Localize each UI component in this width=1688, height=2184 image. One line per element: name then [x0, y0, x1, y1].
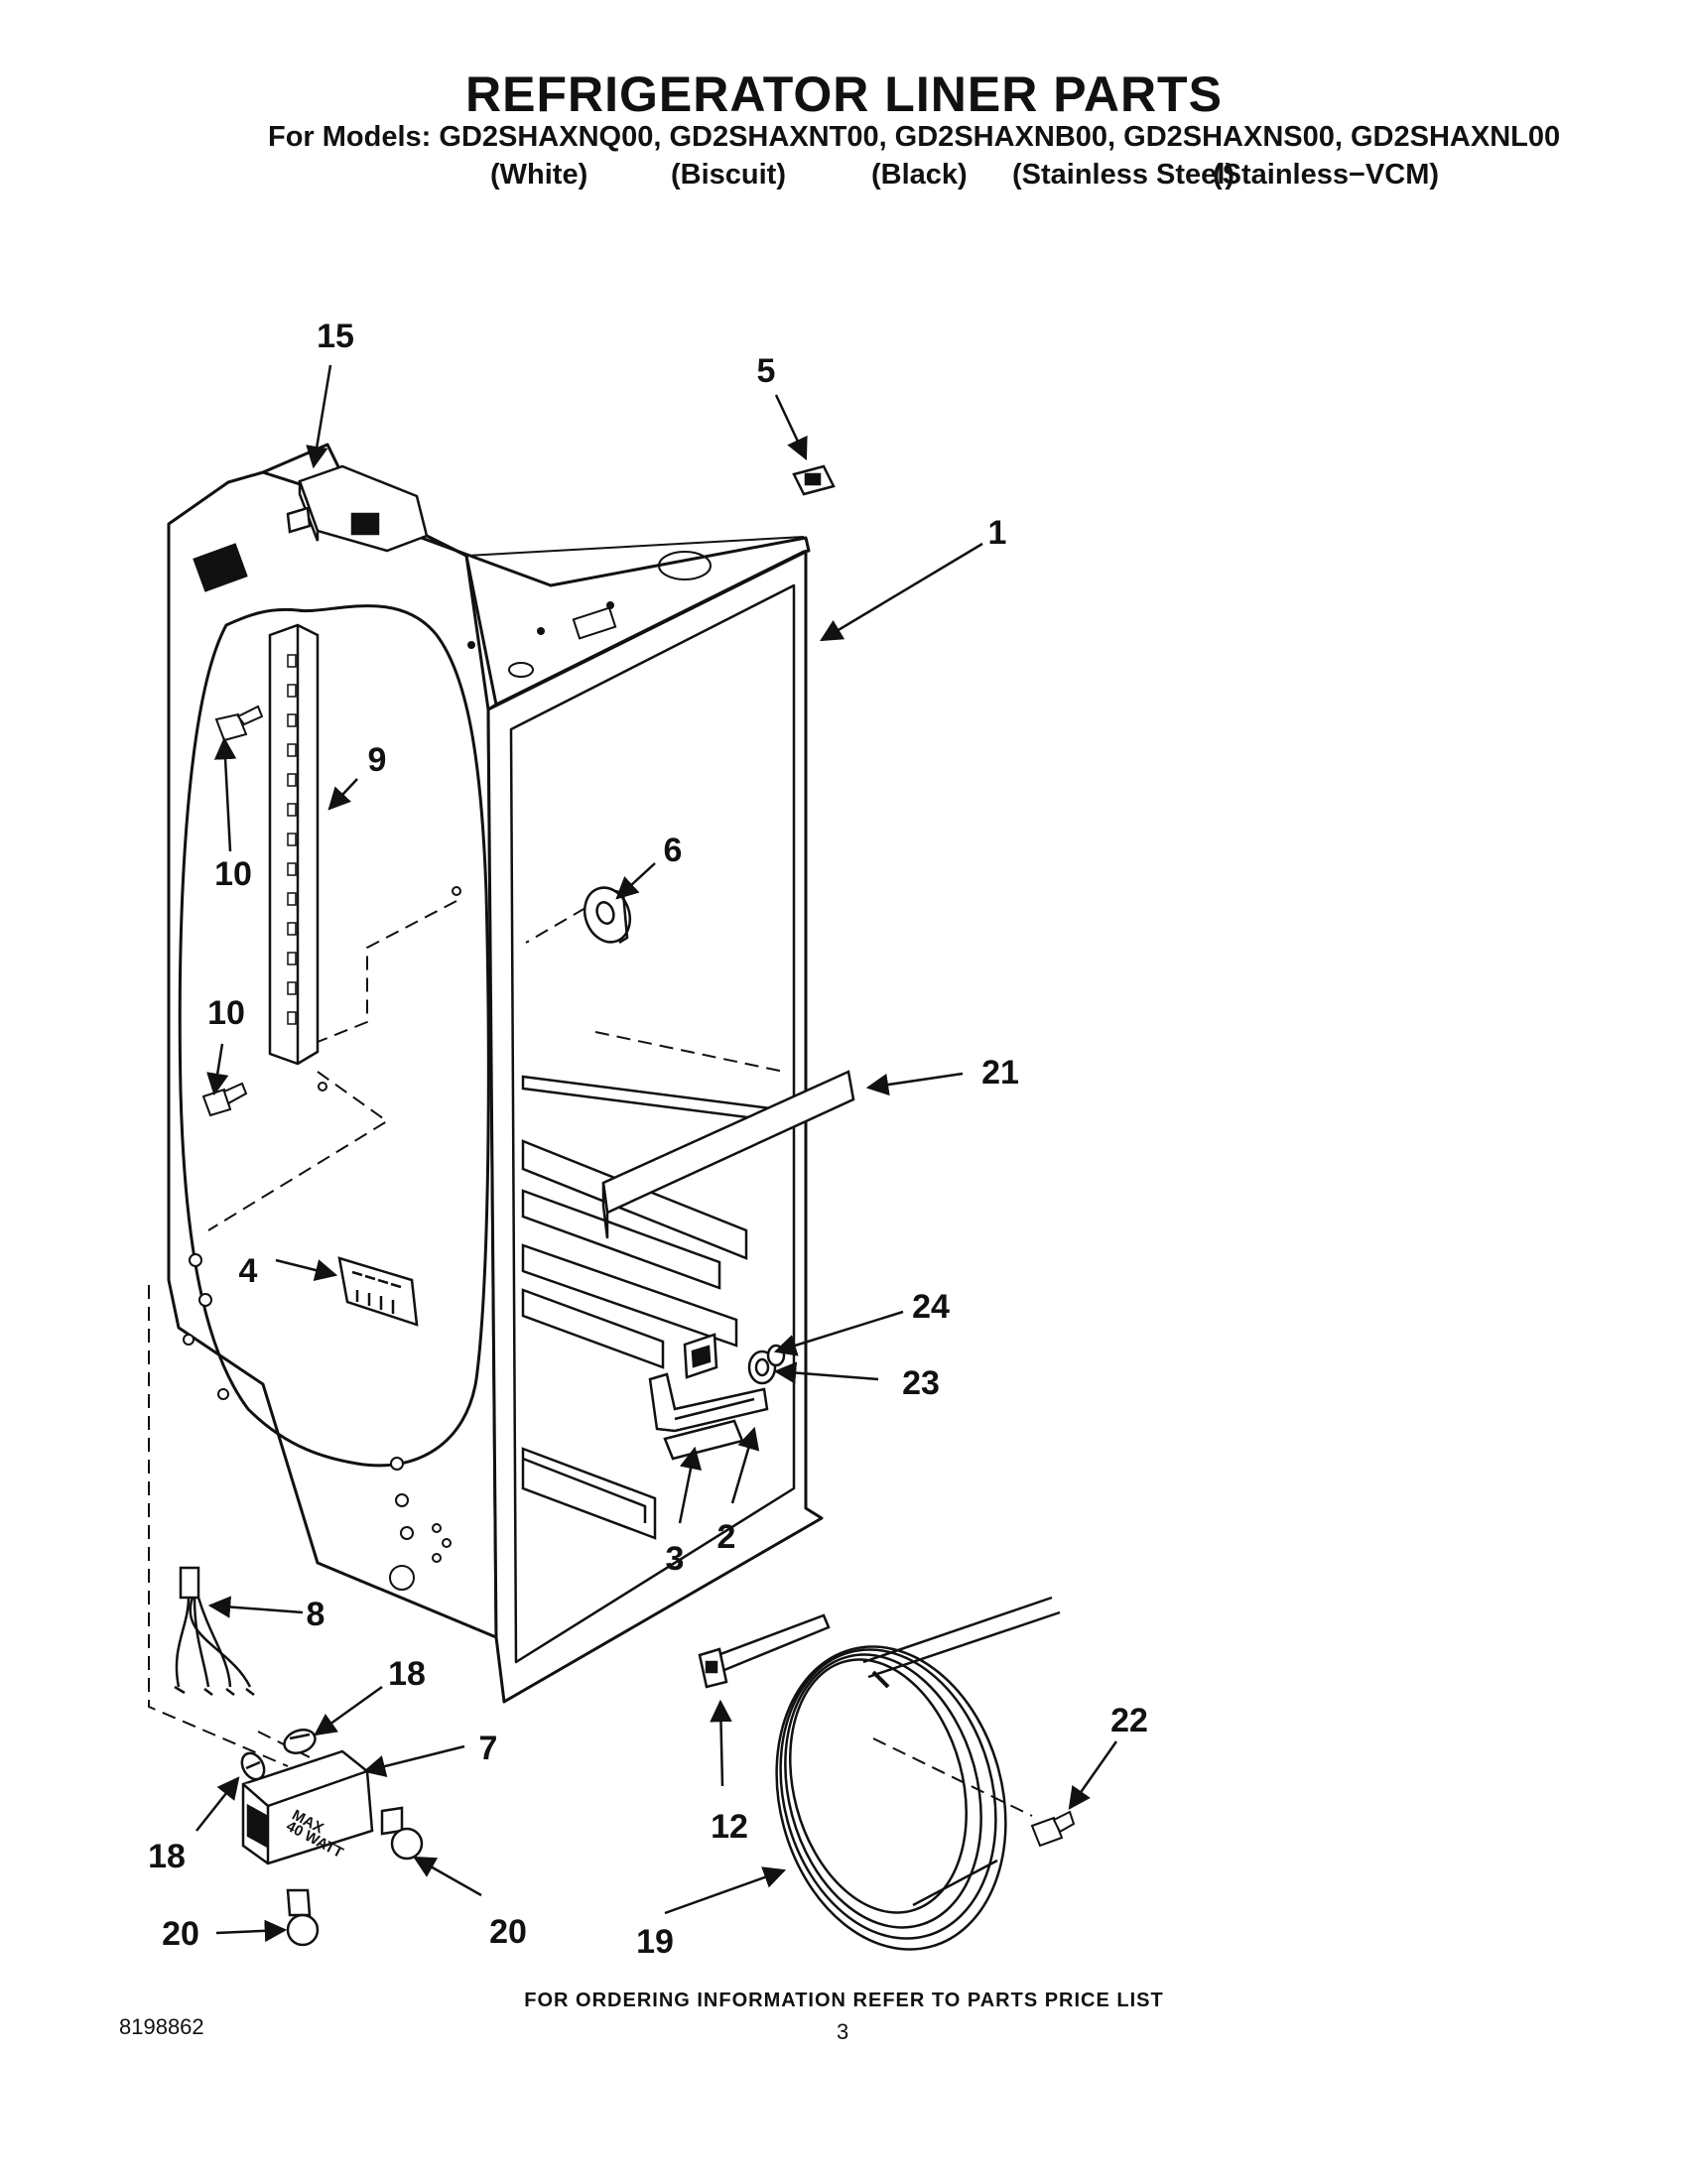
models-line: For Models: GD2SHAXNQ00, GD2SHAXNT00, GD…: [268, 121, 1561, 153]
top-panel-details: [193, 543, 712, 678]
callout-12: 12: [711, 1808, 748, 1846]
callout-6: 6: [664, 832, 683, 869]
callout-labels: 15 5 1 9 10 6 10 21 4 24 23 2 3 8 18 7 1…: [148, 318, 1148, 1961]
part-21-cover-strip: [601, 1070, 855, 1239]
part-4-vent-grille: [337, 1256, 419, 1327]
callout-1: 1: [988, 514, 1007, 552]
ordering-note: FOR ORDERING INFORMATION REFER TO PARTS …: [524, 1990, 1164, 2011]
part-12-cable-tie: [698, 1613, 831, 1689]
part-5-clip: [792, 464, 836, 496]
part-19-tubing-coil: [775, 1596, 1061, 1951]
part-15-control-housing: [286, 464, 429, 553]
callout-7: 7: [479, 1730, 498, 1767]
page-title: REFRIGERATOR LINER PARTS: [465, 66, 1223, 122]
color-label-stainless-vcm: (Stainless−VCM): [1213, 159, 1440, 191]
shelf-support-9: [268, 623, 320, 1066]
part-22-screw: [1030, 1810, 1076, 1848]
callout-10-lower: 10: [207, 994, 245, 1032]
inner-cutaway-outline: [178, 604, 490, 1468]
part-23-24-damper-knob: [747, 1344, 786, 1385]
callout-10-upper: 10: [214, 855, 252, 893]
color-label-black: (Black): [871, 159, 968, 191]
callout-21: 21: [981, 1054, 1019, 1092]
color-label-stainless-steel: (Stainless Steel): [1012, 159, 1235, 191]
callout-20-left: 20: [162, 1915, 199, 1953]
callout-22: 22: [1110, 1702, 1148, 1739]
callout-9: 9: [368, 741, 387, 779]
dashed-leader-lines: [148, 900, 1033, 1817]
part-10-screws: [201, 705, 264, 1117]
liner-cabinet: [167, 443, 824, 1704]
color-label-white: (White): [490, 159, 588, 191]
part-18-clips: [240, 1729, 317, 1781]
callout-15: 15: [317, 318, 354, 355]
callout-2: 2: [717, 1518, 736, 1556]
callout-23: 23: [902, 1364, 940, 1402]
part-7-lamp-housing: [241, 1749, 374, 1865]
callout-20-right: 20: [489, 1913, 527, 1951]
callout-5: 5: [757, 352, 776, 390]
callout-4: 4: [239, 1252, 258, 1290]
color-label-biscuit: (Biscuit): [671, 159, 786, 191]
callout-24: 24: [912, 1288, 950, 1326]
side-wall-holes: [183, 886, 461, 1591]
part-6-round-cover: [583, 886, 632, 945]
callout-19: 19: [636, 1923, 674, 1961]
callout-8: 8: [307, 1596, 325, 1633]
document-number: 8198862: [119, 2014, 204, 2039]
page-number: 3: [837, 2019, 849, 2044]
callout-18-lower: 18: [148, 1838, 186, 1875]
shelf-support-slots: [287, 654, 297, 1025]
callout-arrows: [195, 364, 1118, 1943]
part-8-wire-harness: [174, 1566, 255, 1696]
part-20-bulbs: [286, 1806, 424, 1947]
callout-18-upper: 18: [388, 1655, 426, 1693]
callout-3: 3: [666, 1540, 685, 1578]
